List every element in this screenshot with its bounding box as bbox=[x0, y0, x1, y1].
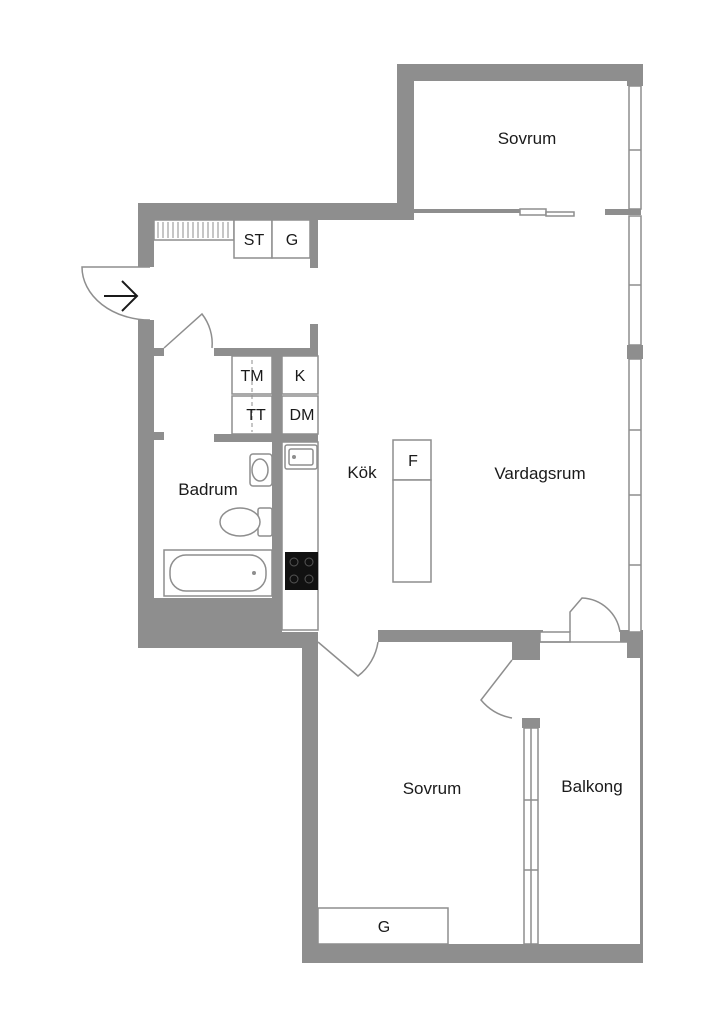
toilet-icon bbox=[219, 507, 273, 537]
fixture-labels: ST G TM TT K DM F G bbox=[240, 232, 418, 936]
closet-g-hall bbox=[271, 219, 311, 259]
wall-lower-bedroom-left bbox=[302, 632, 318, 963]
fridge-k bbox=[281, 355, 319, 395]
label-g-bedroom: G bbox=[378, 919, 390, 936]
wall-top-bedroom-left bbox=[397, 64, 414, 212]
label-st: ST bbox=[244, 232, 265, 249]
sliding-door-2 bbox=[545, 211, 575, 217]
window-balcony-top bbox=[539, 631, 571, 643]
label-sovrum-bottom: Sovrum bbox=[403, 779, 462, 798]
wall-bathroom-bottom bbox=[138, 598, 282, 648]
bathroom-door bbox=[163, 312, 213, 349]
wall-hall-stub bbox=[310, 324, 318, 356]
label-g-hall: G bbox=[286, 232, 298, 249]
hall-door bbox=[317, 641, 379, 677]
closet-st bbox=[233, 219, 273, 259]
wall-living-bottom bbox=[378, 630, 543, 642]
wall-bedroom-balcony-top bbox=[512, 642, 540, 660]
wall-bath-left-stub2 bbox=[154, 432, 164, 440]
windows bbox=[519, 85, 642, 945]
wall-left-upper bbox=[138, 203, 154, 267]
wardrobe-g-bedroom bbox=[317, 907, 449, 945]
dishwasher-dm bbox=[281, 395, 319, 435]
wall-top-bedroom-top bbox=[397, 64, 643, 81]
walls bbox=[138, 64, 643, 963]
label-vardagsrum: Vardagsrum bbox=[494, 464, 585, 483]
sliding-door bbox=[519, 208, 547, 216]
wall-hall-top bbox=[138, 203, 414, 220]
kitchen-counter bbox=[281, 441, 319, 631]
stove-icon bbox=[285, 552, 318, 590]
wall-top-bedroom-partition-right bbox=[605, 209, 641, 215]
wall-bedroom-balcony-mid bbox=[522, 718, 540, 728]
wall-top-bedroom-partition bbox=[414, 209, 520, 213]
wall-left-lower bbox=[138, 320, 154, 648]
fixtures bbox=[153, 219, 627, 945]
wall-balcony-right bbox=[640, 658, 643, 963]
wall-closet-bottom bbox=[214, 434, 318, 442]
entrance-arrow-icon bbox=[104, 280, 139, 312]
window-top-bedroom bbox=[628, 85, 642, 210]
wall-hall-right-stub bbox=[310, 220, 318, 268]
bathtub-icon bbox=[163, 549, 273, 597]
wall-right-mid bbox=[627, 345, 643, 359]
label-tt: TT bbox=[246, 407, 266, 424]
label-dm: DM bbox=[290, 407, 315, 424]
wall-lower-bottom bbox=[302, 944, 643, 963]
label-sovrum-top: Sovrum bbox=[498, 129, 557, 148]
wall-living-bottom-right bbox=[620, 630, 643, 642]
wall-closet-top bbox=[214, 348, 318, 356]
window-living-upper bbox=[628, 215, 642, 346]
sink-icon bbox=[249, 453, 273, 487]
label-f: F bbox=[408, 453, 418, 470]
label-kok: Kök bbox=[347, 463, 377, 482]
room-labels: Sovrum Vardagsrum Kök Badrum Sovrum Balk… bbox=[178, 129, 622, 798]
wall-bath-left-stub bbox=[154, 348, 164, 356]
radiator bbox=[153, 219, 235, 241]
island-counter bbox=[392, 479, 432, 583]
balcony-door bbox=[569, 597, 621, 633]
entrance-door bbox=[81, 266, 151, 321]
label-balkong: Balkong bbox=[561, 777, 622, 796]
label-tm: TM bbox=[240, 368, 263, 385]
doors bbox=[81, 266, 621, 719]
island-f bbox=[392, 439, 432, 481]
label-k: K bbox=[295, 368, 306, 385]
label-badrum: Badrum bbox=[178, 480, 238, 499]
bedroom-door bbox=[480, 659, 513, 719]
wall-right-top bbox=[627, 64, 643, 86]
wall-bath-right bbox=[272, 348, 282, 598]
